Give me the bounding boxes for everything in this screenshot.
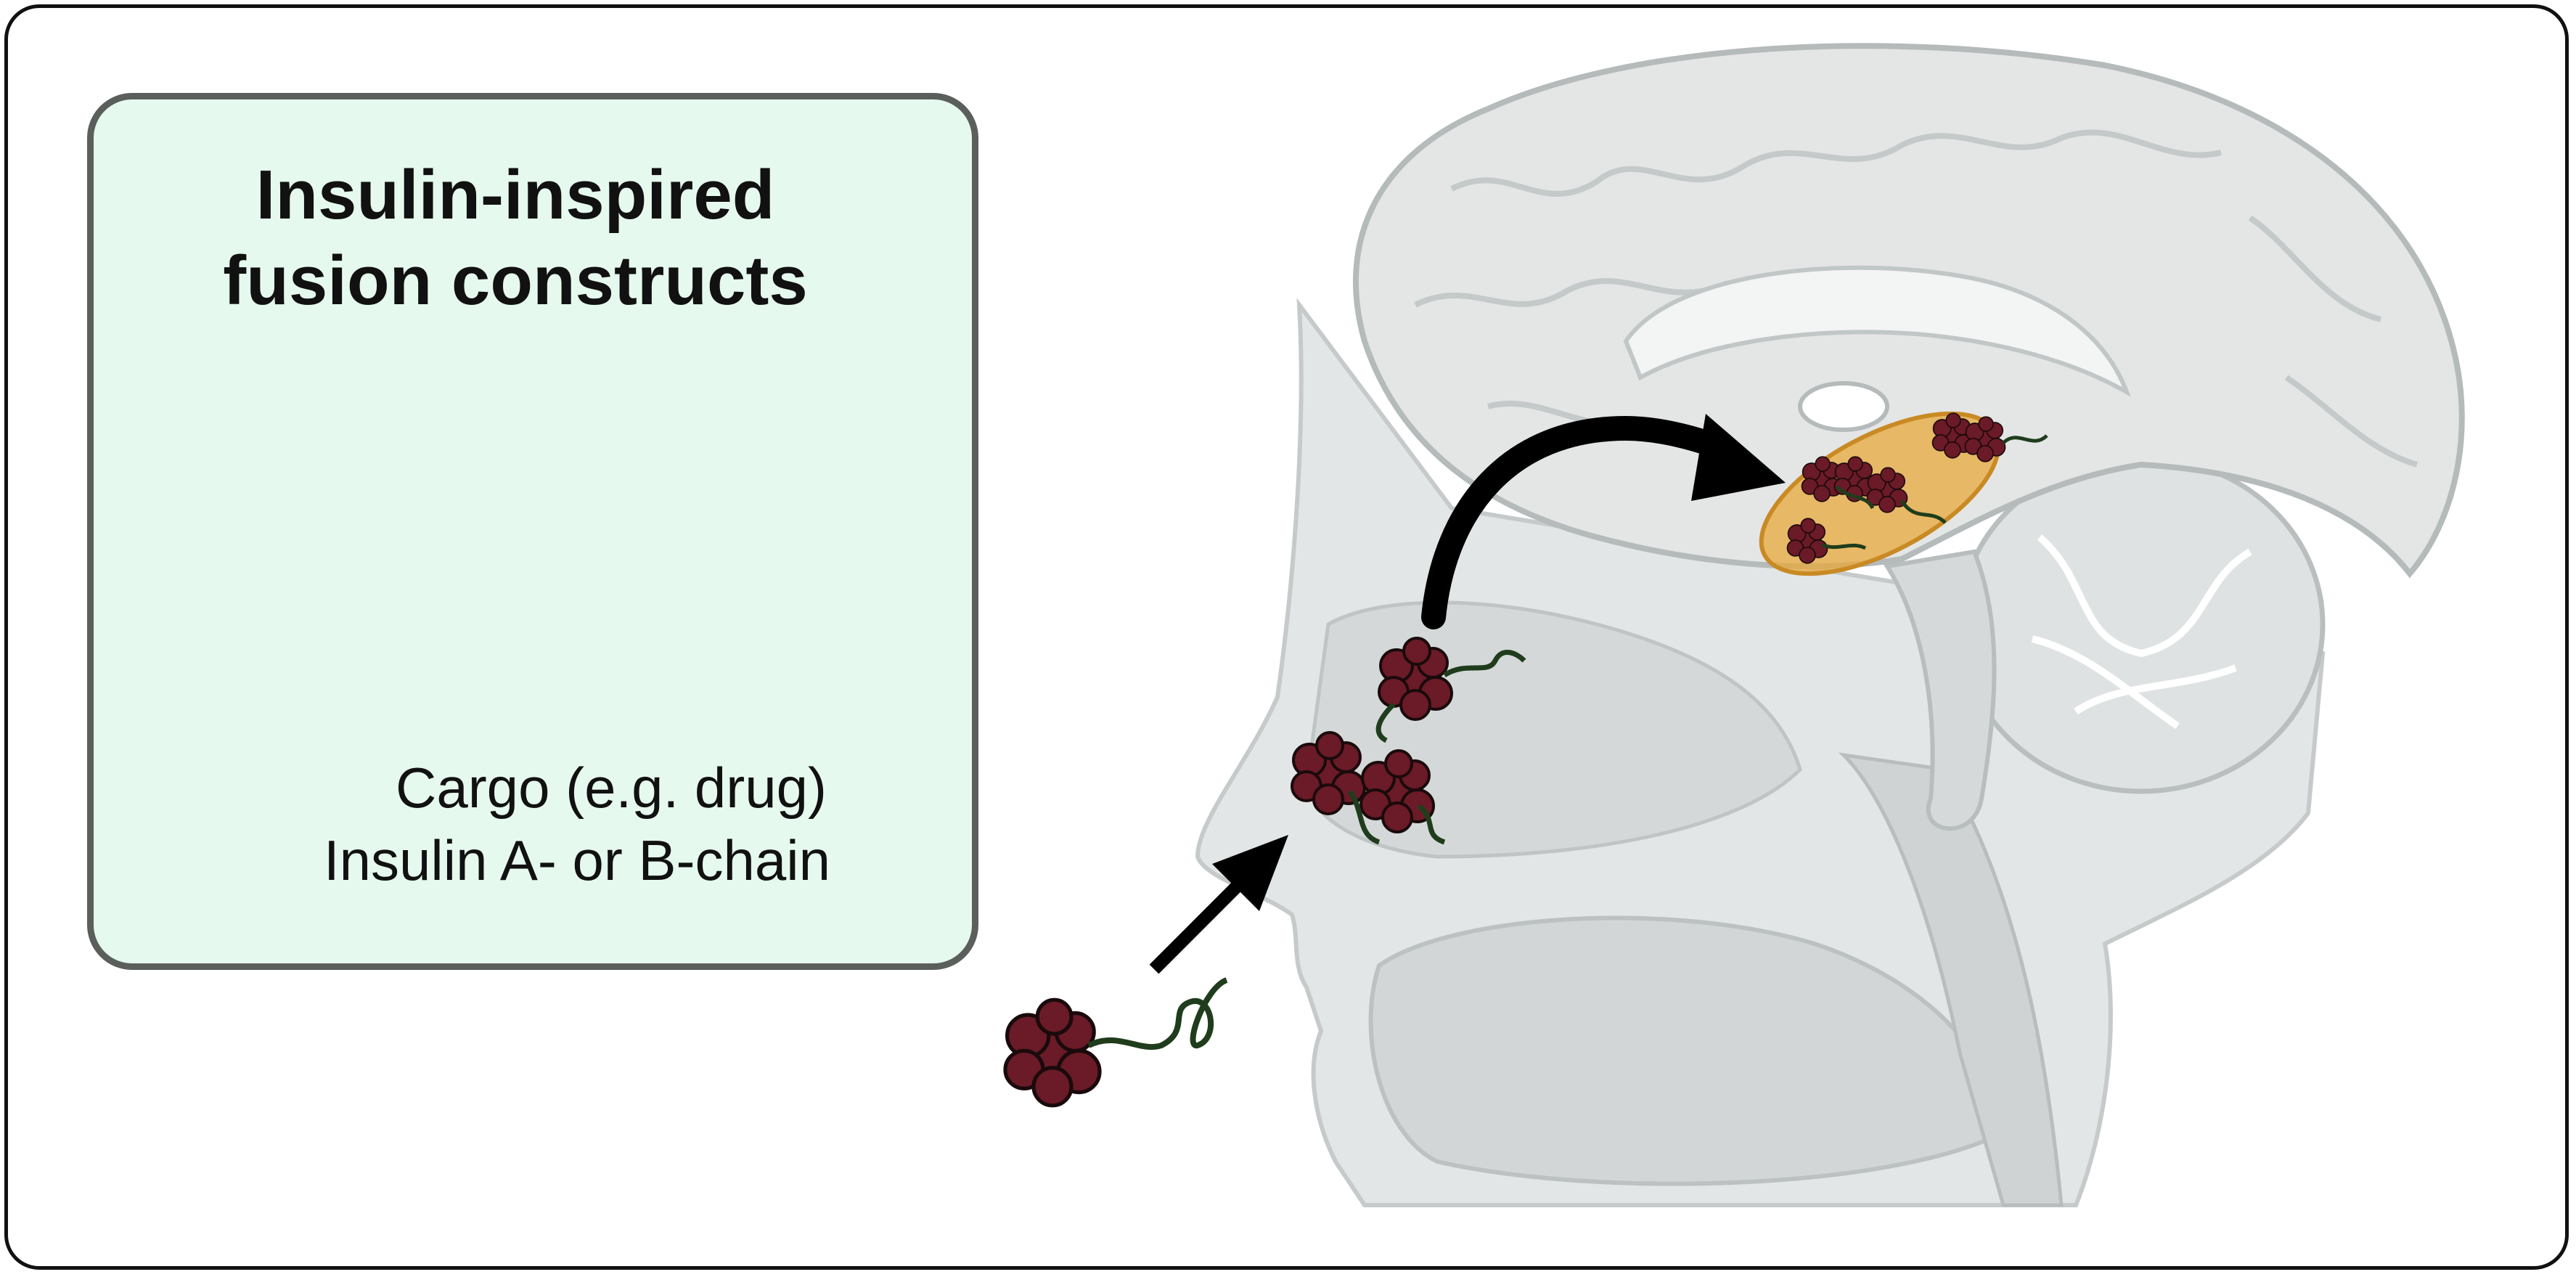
straight-arrow-head — [1212, 835, 1288, 911]
insulin-chain-label: Insulin A- or B-chain — [324, 828, 831, 892]
cargo-label: Cargo (e.g. drug) — [396, 756, 827, 820]
corpus-callosum — [1623, 265, 2131, 397]
legend-title: Insulin-inspired fusion constructs — [145, 152, 886, 324]
insulin-chain — [1820, 434, 2048, 550]
legend-title-line2: fusion constructs — [223, 242, 808, 319]
brainstem — [1884, 549, 1997, 831]
legend-panel — [87, 93, 978, 970]
cargo-molecule — [1005, 1000, 1100, 1106]
pharynx — [1838, 752, 2064, 1207]
curved-arrow-head — [1691, 414, 1786, 501]
insulin-chain — [1348, 650, 1526, 845]
cerebellum — [1957, 454, 2326, 794]
legend-title-line1: Insulin-inspired — [255, 156, 775, 234]
ventricle — [1798, 381, 1889, 432]
insulin-chain — [1087, 977, 1228, 1050]
cerebellum-folds — [2031, 534, 2252, 730]
straight-arrow — [1149, 870, 1254, 974]
curved-arrow — [1421, 415, 1740, 629]
cerebrum-gyri — [1414, 129, 2418, 468]
